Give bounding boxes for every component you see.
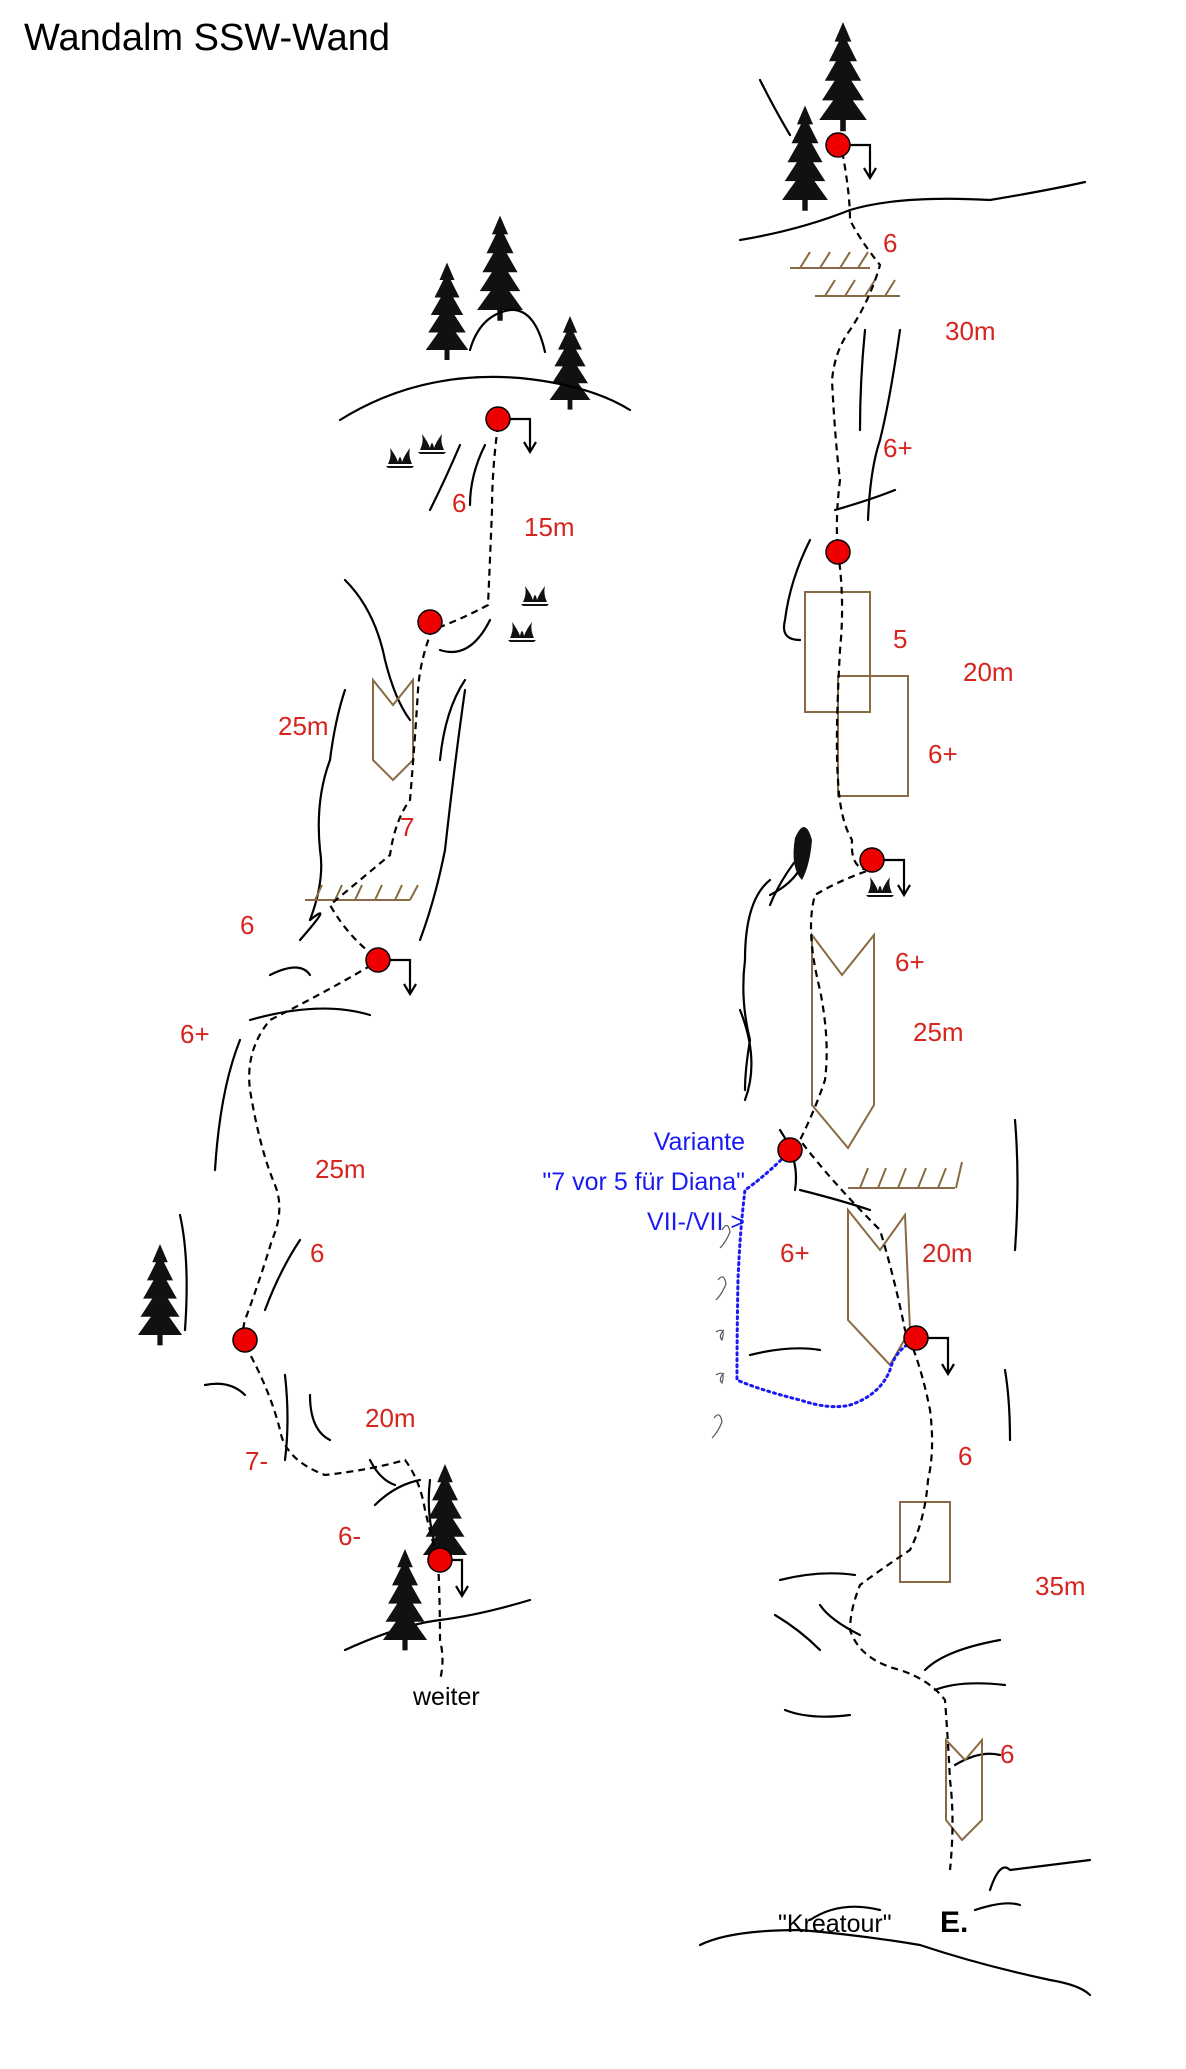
rappel-arrow-icon <box>452 1558 469 1599</box>
dihedral-feature <box>811 932 875 1150</box>
grade-label: 6 <box>883 228 897 258</box>
grade-label: 5 <box>893 624 907 654</box>
roof-feature <box>305 884 419 901</box>
grass-icon <box>508 622 536 642</box>
bolt-icon <box>715 1372 725 1385</box>
rappel-arrow-icon <box>850 143 877 181</box>
length-label: 25m <box>278 711 329 741</box>
topo-title: Wandalm SSW-Wand <box>24 17 390 59</box>
belay-station <box>859 847 885 873</box>
grade-label: 6 <box>1000 1739 1014 1769</box>
rappel-arrow-icon <box>884 858 911 898</box>
length-label: 25m <box>913 1017 964 1047</box>
grade-label: 6 <box>310 1238 324 1268</box>
ledge-feature <box>815 279 900 297</box>
tree-icon <box>137 1244 183 1346</box>
rappel-arrow-icon <box>510 417 537 455</box>
belay-station <box>825 132 851 158</box>
bolt-icon <box>715 1276 727 1301</box>
dihedral-feature <box>945 1737 983 1842</box>
grade-label: 6+ <box>180 1019 210 1049</box>
belay-station <box>365 947 391 973</box>
length-label: 20m <box>963 657 1014 687</box>
grass-icon <box>386 448 414 468</box>
right-route: 6 30m 6+ 5 20m 6+ 6+ 25m 6+ 20m 6 35m 6 … <box>542 22 1092 1997</box>
grade-label: 6 <box>452 488 466 518</box>
tree-icon <box>549 316 591 410</box>
grade-label: 6- <box>338 1521 361 1551</box>
variant-line <box>735 1158 917 1409</box>
grade-label: 6 <box>958 1441 972 1471</box>
bolt-icon <box>719 1224 731 1249</box>
route-name: "Kreatour" <box>778 1910 892 1938</box>
grade-label: 6+ <box>928 739 958 769</box>
length-label: 30m <box>945 316 996 346</box>
left-route-line <box>241 424 500 1681</box>
belay-station <box>417 609 443 635</box>
variant-label: Variante <box>654 1128 745 1156</box>
variant-name: "7 vor 5 für Diana" <box>542 1168 745 1196</box>
rappel-arrow-icon <box>390 958 417 997</box>
grass-icon <box>521 586 549 606</box>
rappel-arrow-icon <box>928 1336 955 1377</box>
bolt-icon <box>715 1329 725 1342</box>
grade-label: 6 <box>240 910 254 940</box>
tree-icon <box>477 215 523 321</box>
roof-feature <box>848 1161 963 1189</box>
grade-label: 6+ <box>883 433 913 463</box>
belay-station <box>903 1325 929 1351</box>
tree-icon <box>382 1549 428 1651</box>
slab-feature <box>837 675 909 797</box>
grade-label: 7 <box>400 812 414 842</box>
belay-station <box>232 1327 258 1353</box>
ledge-feature <box>790 251 870 269</box>
chimney-feature <box>793 826 812 880</box>
grade-label: 6+ <box>895 947 925 977</box>
belay-station <box>427 1547 453 1573</box>
length-label: 35m <box>1035 1571 1086 1601</box>
tree-icon <box>782 105 828 211</box>
grade-label: 6+ <box>780 1238 810 1268</box>
belay-station <box>825 539 851 565</box>
grass-icon <box>418 434 446 454</box>
bolt-icon <box>711 1414 723 1439</box>
dihedral-feature <box>847 1207 912 1367</box>
length-label: 25m <box>315 1154 366 1184</box>
right-route-line <box>798 139 954 1871</box>
start-label: E. <box>940 1906 968 1939</box>
tree-icon <box>425 262 469 360</box>
grade-label: 7- <box>245 1446 268 1476</box>
length-label: 20m <box>365 1403 416 1433</box>
dihedral-feature <box>372 677 414 782</box>
left-route: 6 15m 25m 7 6 6+ 25m 6 20m 7- 6- weiter <box>137 215 632 1711</box>
length-label: 20m <box>922 1238 973 1268</box>
variant-grade: VII-/VII > <box>647 1208 745 1236</box>
tree-icon <box>819 22 867 132</box>
slab-feature <box>899 1501 951 1583</box>
belay-station <box>485 406 511 432</box>
length-label: 15m <box>524 512 575 542</box>
belay-station <box>777 1137 803 1163</box>
grass-icon <box>866 877 894 897</box>
continue-label: weiter <box>412 1683 480 1711</box>
